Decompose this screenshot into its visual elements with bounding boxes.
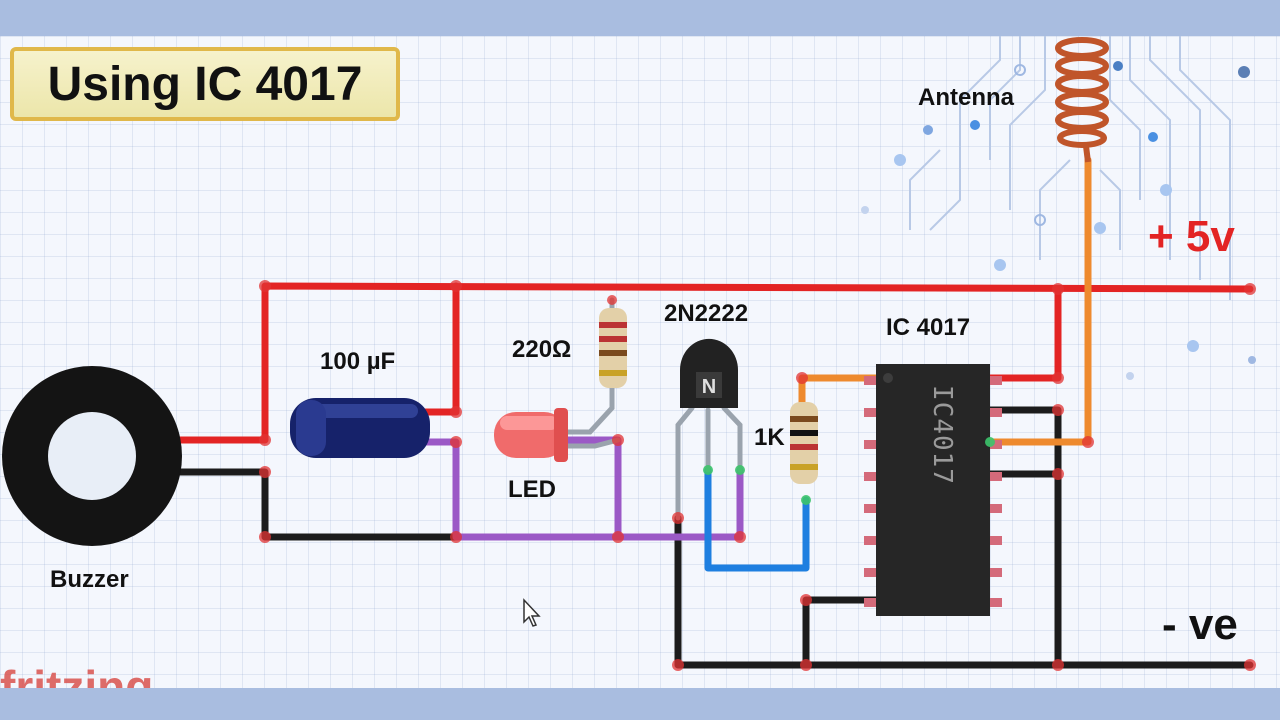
transistor-label: 2N2222	[664, 300, 749, 327]
resistor-220	[599, 308, 627, 388]
pcb-dot-decoration	[861, 61, 1256, 380]
mouse-cursor-icon	[523, 598, 541, 627]
negative-supply-label: - ve	[1162, 600, 1238, 649]
junction-dots-green	[703, 437, 995, 505]
buzzer	[2, 366, 182, 546]
led-label: LED	[508, 476, 556, 503]
junction-dots	[259, 280, 1256, 671]
ic-chip-marking-text: IC4017	[927, 385, 958, 485]
buzzer-label: Buzzer	[50, 566, 129, 593]
resistor-220-label: 220Ω	[512, 336, 572, 363]
capacitor-label: 100 µF	[320, 348, 396, 375]
bottom-band	[0, 688, 1280, 720]
transistor-leads	[675, 405, 743, 521]
transistor: N	[680, 338, 738, 408]
led	[494, 408, 568, 462]
ic-label: IC 4017	[886, 314, 971, 341]
page-title: Using IC 4017	[47, 57, 363, 111]
transistor-mark: N	[702, 376, 716, 398]
title-banner: Using IC 4017	[10, 47, 400, 121]
positive-supply-label: + 5v	[1148, 212, 1235, 261]
purple-wires	[416, 436, 744, 541]
ic-chip-marking: IC4017	[912, 380, 972, 490]
blue-wires	[704, 466, 810, 572]
resistor-1k	[790, 402, 818, 484]
watermark-logo: fritzing	[0, 664, 153, 688]
ic-chip	[864, 364, 1002, 616]
antenna-label: Antenna	[918, 84, 1014, 111]
antenna-coil	[1055, 37, 1109, 163]
capacitor	[290, 398, 430, 458]
resistor-1k-label: 1K	[754, 424, 785, 451]
